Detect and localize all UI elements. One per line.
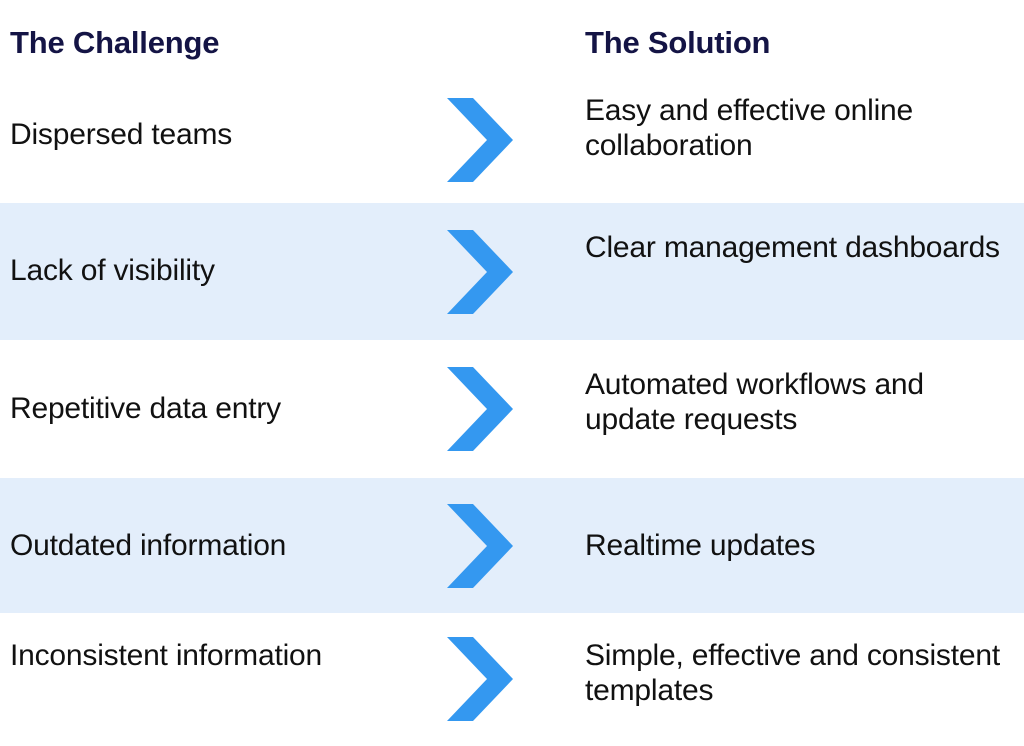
solution-text: Easy and effective online collaboration (585, 94, 914, 163)
column-header-challenge: The Challenge (10, 25, 220, 60)
solution-text: Simple, effective and consistent templat… (585, 639, 1000, 708)
table-row: Lack of visibility Clear management dash… (0, 203, 1024, 340)
table-row: Dispersed teams Easy and effective onlin… (0, 78, 1024, 203)
solution-text: Realtime updates (585, 529, 816, 562)
table-row: Repetitive data entry Automated workflow… (0, 340, 1024, 478)
challenge-text: Repetitive data entry (10, 392, 281, 425)
challenge-text: Outdated information (10, 529, 287, 562)
chevron-right-icon (447, 637, 517, 721)
challenge-text: Dispersed teams (10, 118, 233, 151)
column-header-solution: The Solution (585, 25, 771, 60)
table-row: Outdated information Realtime updates (0, 478, 1024, 613)
solution-text: Clear management dashboards (585, 231, 1000, 264)
challenge-text: Inconsistent information (10, 639, 323, 672)
chevron-right-icon (447, 230, 517, 314)
challenge-text: Lack of visibility (10, 254, 215, 287)
table-header-row: The Challenge The Solution (0, 0, 1024, 78)
chevron-right-icon (447, 98, 517, 182)
chevron-right-icon (447, 504, 517, 588)
chevron-right-icon (447, 367, 517, 451)
solution-text: Automated workflows and update requests (585, 368, 924, 437)
table-row: Inconsistent information Simple, effecti… (0, 613, 1024, 746)
